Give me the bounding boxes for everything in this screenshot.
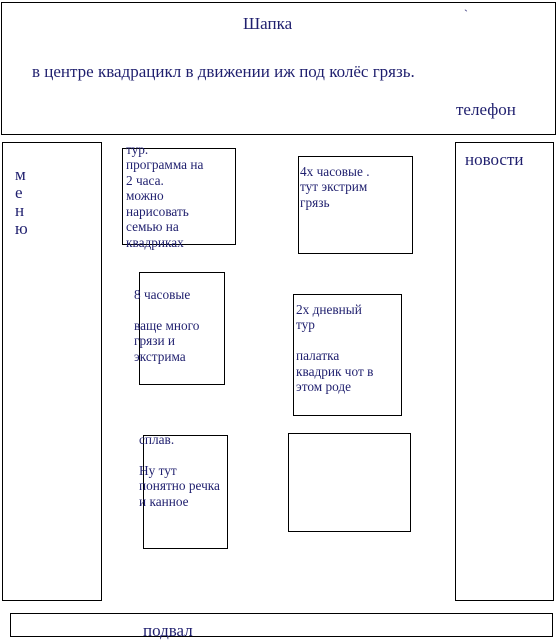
menu-sidebar xyxy=(2,142,102,601)
tour-8h-text: 8 часовые ваще много грязи и экстрима xyxy=(134,287,200,364)
header-phone: телефон xyxy=(456,100,516,119)
tour-2d-text: 2х дневный тур палатка квадрик чот в это… xyxy=(296,302,374,395)
news-sidebar xyxy=(455,142,554,601)
header-box xyxy=(1,2,556,135)
header-description: в центре квадрацикл в движении иж под ко… xyxy=(32,62,415,81)
rafting-card xyxy=(143,435,228,549)
footer-label: подвал xyxy=(143,621,193,640)
header-title: Шапка xyxy=(243,14,293,33)
tour-2h-text: тур. программа на 2 часа. можно нарисова… xyxy=(126,142,204,250)
tour-4h-card xyxy=(298,156,413,254)
tour-2h-card xyxy=(122,148,236,245)
footer-box xyxy=(10,613,553,637)
tour-4h-text: 4х часовые . тут экстрим грязь xyxy=(300,164,370,210)
header-tick-mark: ` xyxy=(464,7,468,21)
rafting-text: сплав. Ну тут понятно речка и канное xyxy=(139,432,220,509)
news-label: новости xyxy=(465,150,524,169)
menu-label: м е н ю xyxy=(15,165,28,239)
tour-2d-card xyxy=(293,294,402,416)
empty-card xyxy=(288,433,411,532)
tour-8h-card xyxy=(139,272,225,385)
